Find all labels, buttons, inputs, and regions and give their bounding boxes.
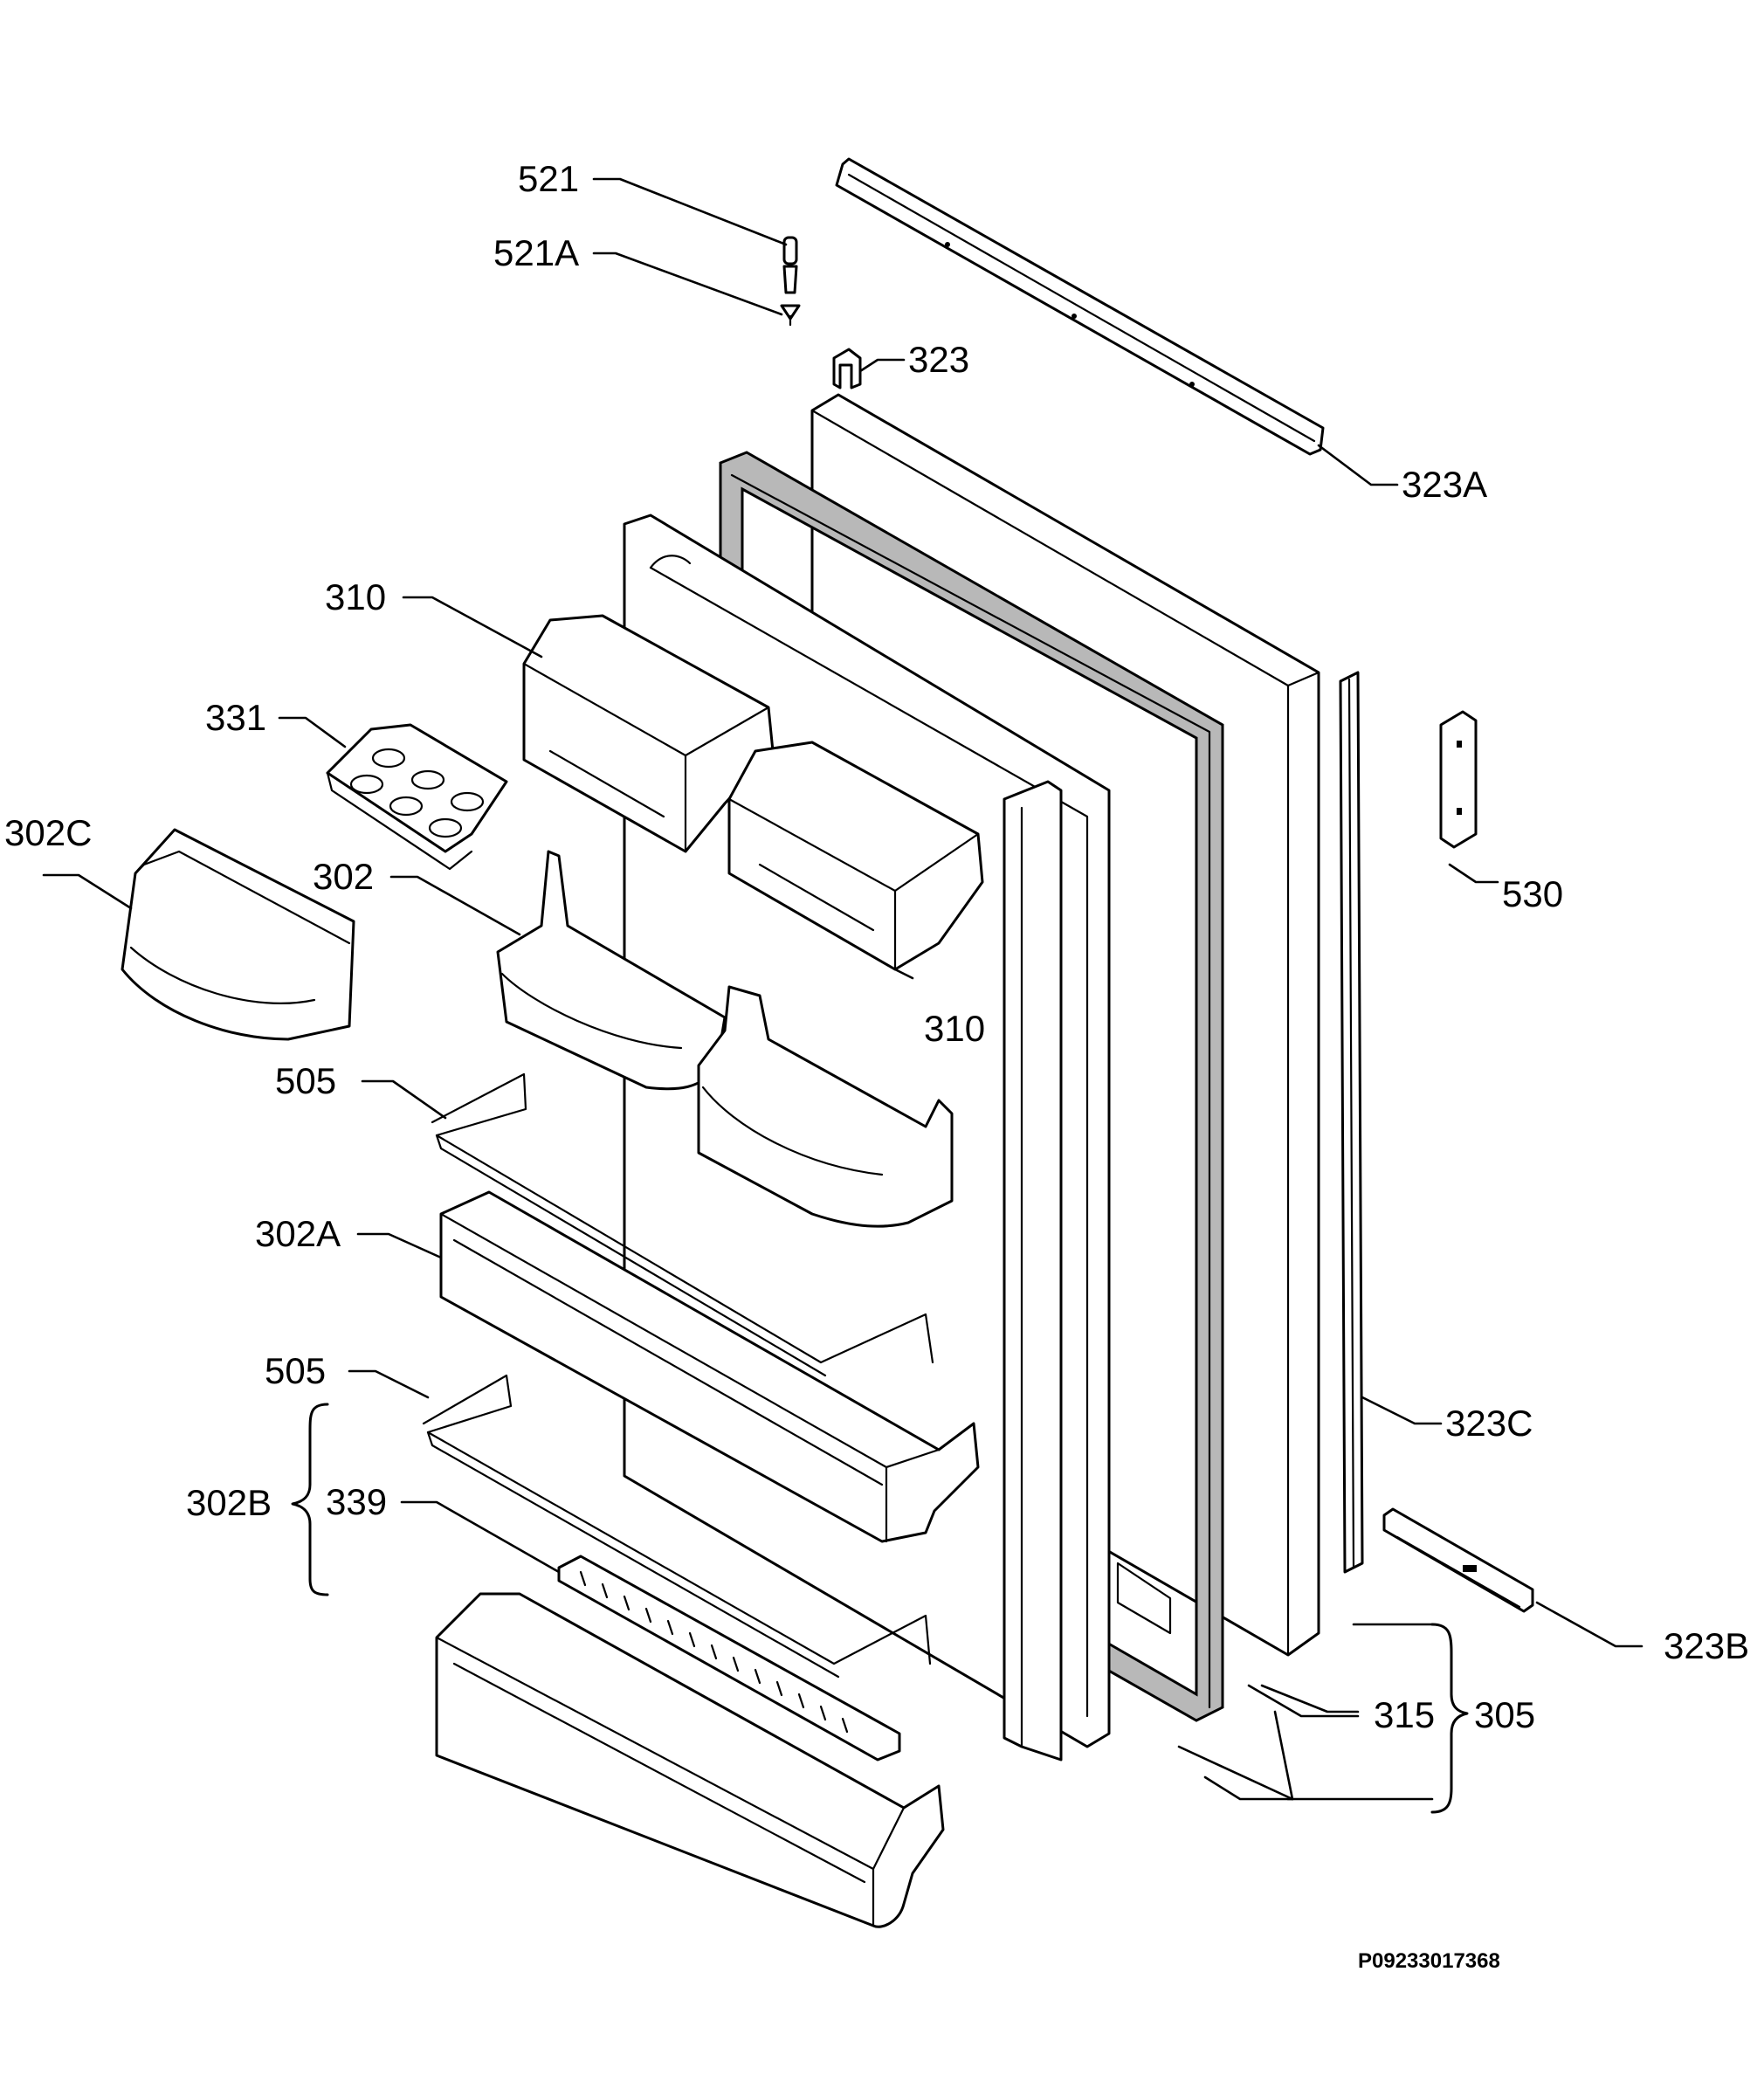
callout-505-bottom: 505 — [265, 1350, 326, 1391]
leader-lines — [42, 177, 1643, 1801]
callout-310-top: 310 — [325, 576, 386, 617]
callout-521: 521 — [518, 158, 579, 199]
hinge-clip-part — [832, 348, 862, 390]
callout-323c: 323C — [1445, 1403, 1533, 1444]
hinge-bracket-part — [1439, 710, 1478, 849]
callout-302b: 302B — [186, 1482, 272, 1523]
top-trim-strip-part — [835, 157, 1325, 456]
door-pin-part — [782, 236, 798, 294]
callout-331: 331 — [205, 697, 266, 738]
door-bin-302b-part — [435, 1592, 945, 1928]
door-shelf-302a-part — [439, 1190, 980, 1543]
egg-tray-part — [326, 723, 508, 871]
callout-305: 305 — [1474, 1694, 1535, 1735]
drawing-number: P09233017368 — [1358, 1949, 1500, 1973]
bottle-rack-part — [557, 1555, 901, 1762]
callout-323b: 323B — [1664, 1625, 1749, 1666]
callout-315: 315 — [1374, 1694, 1435, 1735]
brace-305 — [1430, 1623, 1469, 1814]
door-pin-screw-part — [780, 304, 801, 327]
door-bin-302-part — [496, 850, 954, 1228]
callout-302: 302 — [313, 856, 374, 897]
callout-323: 323 — [908, 339, 969, 380]
bottle-guard-bottom-part — [422, 1374, 932, 1679]
dairy-compartment-upper-part — [522, 614, 775, 853]
callout-323a: 323A — [1402, 464, 1487, 505]
callout-505-top: 505 — [275, 1060, 336, 1101]
callout-302c: 302C — [4, 812, 92, 853]
brace-302b — [291, 1403, 329, 1596]
bottom-hinge-part — [1382, 1507, 1534, 1613]
callout-302a: 302A — [255, 1213, 341, 1254]
dairy-compartment-lower-part — [727, 741, 984, 971]
callout-310-mid: 310 — [924, 1008, 985, 1049]
door-bin-302c-part — [121, 828, 355, 1041]
bottle-guard-top-part — [431, 1072, 934, 1377]
callout-530: 530 — [1502, 873, 1563, 914]
callout-521a: 521A — [493, 232, 579, 273]
callout-339: 339 — [326, 1481, 387, 1522]
side-trim-strip-part — [1339, 671, 1364, 1574]
